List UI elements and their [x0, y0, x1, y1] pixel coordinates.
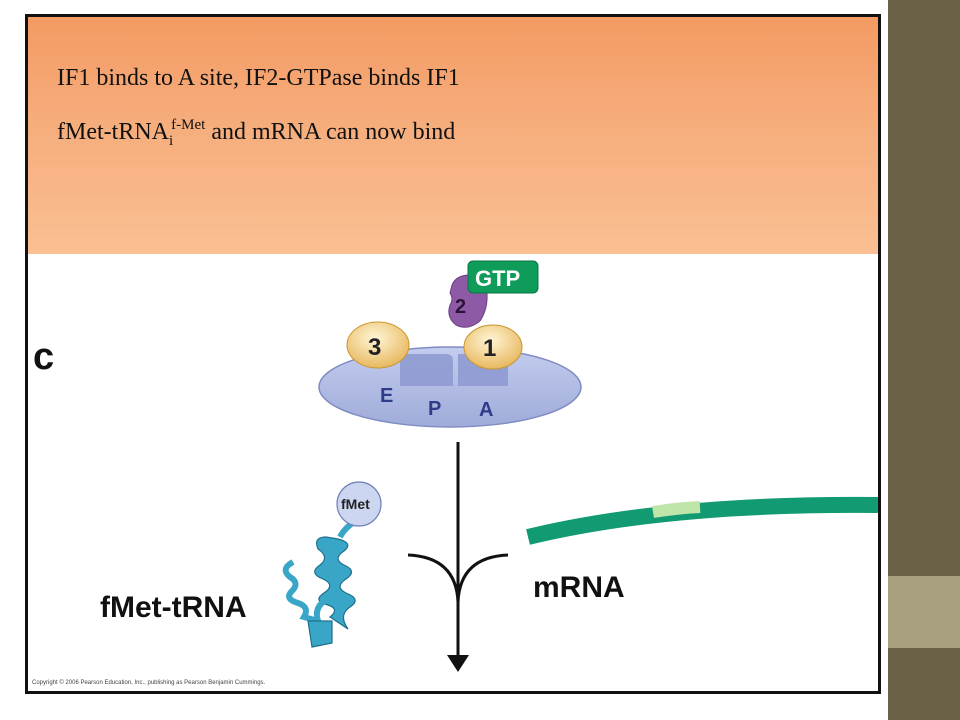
site-p-label: P [428, 398, 441, 420]
gtp-label: GTP [475, 266, 520, 291]
mrna-strand [526, 496, 878, 545]
caption-line-2-suffix: and mRNA can now bind [205, 119, 456, 145]
reaction-arrow [407, 442, 509, 672]
fmet-trna: fMet [282, 481, 382, 648]
side-decor-accent [888, 576, 960, 648]
if1-factor: 1 [463, 324, 523, 370]
translation-initiation-diagram: c E P A 3 1 2 GTP [33, 260, 878, 672]
caption-line-1: IF1 binds to A site, IF2-GTPase binds IF… [57, 65, 460, 91]
caption-line-2-prefix: fMet-tRNA [57, 119, 169, 145]
figure-frame: IF1 binds to A site, IF2-GTPase binds IF… [25, 14, 881, 694]
fmet-label: fMet [341, 496, 370, 512]
if2-label: 2 [455, 296, 466, 318]
caption-line-2: fMet-tRNAif-Met and mRNA can now bind [57, 117, 455, 150]
mrna-label: mRNA [533, 571, 625, 604]
gtp-badge: GTP [467, 260, 539, 294]
panel-label: c [33, 336, 54, 378]
if3-factor: 3 [346, 321, 410, 369]
copyright-credit: Copyright © 2006 Pearson Education, Inc.… [32, 680, 266, 686]
if3-label: 3 [368, 334, 381, 361]
trna-label: fMet-tRNA [100, 591, 247, 624]
header-band: IF1 binds to A site, IF2-GTPase binds IF… [28, 17, 878, 254]
if1-label: 1 [483, 335, 496, 362]
caption-subscript: i [168, 133, 174, 149]
site-a-label: A [479, 399, 493, 421]
caption-superscript: f-Met [171, 117, 206, 133]
site-e-label: E [380, 385, 393, 407]
